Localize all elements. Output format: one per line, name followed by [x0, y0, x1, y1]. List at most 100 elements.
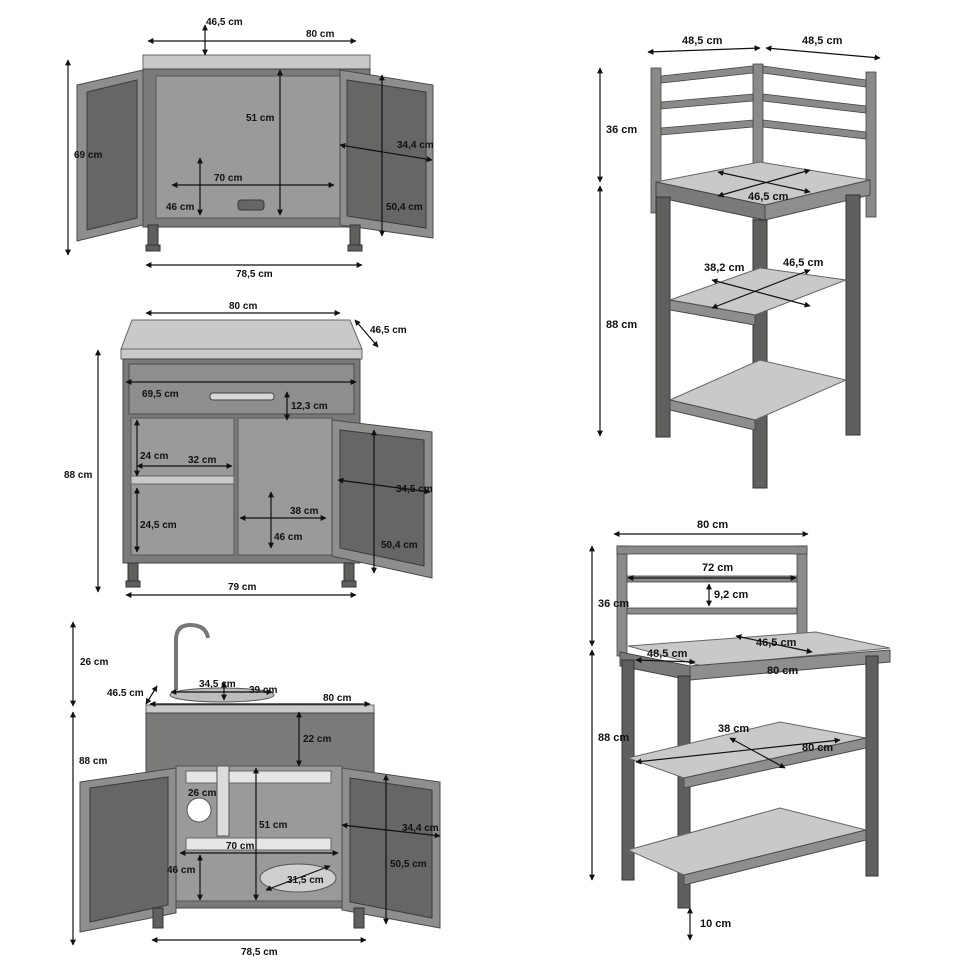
countertop [142, 54, 371, 70]
sink-cabinet-dimensions: 46,5 cm 80 cm 69 cm 51 cm 34,4 cm 70 cm … [65, 17, 434, 280]
dim-shelf-width: 80 cm [802, 742, 833, 754]
rail [660, 65, 754, 84]
dim-height: 88 cm [606, 319, 637, 331]
bottom-shelf-edge [669, 399, 756, 431]
dim-shelf-width: 32 cm [188, 455, 216, 466]
dim-height: 88 cm [64, 470, 92, 481]
dim-shelf-b: 46,5 cm [783, 257, 824, 269]
dim-leg-depth: 46 cm [167, 865, 195, 876]
drawer-handle [209, 392, 275, 401]
left-compartment [130, 417, 235, 556]
dim-inner-height: 51 cm [246, 113, 274, 124]
rail [626, 575, 798, 583]
rail [626, 607, 798, 615]
dim-top-depth: 48,5 cm [647, 648, 688, 660]
leg [349, 224, 361, 248]
dim-bin: 31,5 cm [287, 875, 324, 886]
dim-depth: 46,5 cm [370, 325, 407, 336]
dim-base-width: 78,5 cm [236, 269, 273, 280]
dim-top-height: 22 cm [303, 734, 331, 745]
leg [127, 562, 139, 584]
right-door-panel [349, 777, 433, 919]
leg-foot [341, 580, 357, 588]
post [865, 71, 877, 218]
dim-width: 80 cm [697, 519, 728, 531]
dim-width: 80 cm [323, 693, 351, 704]
drain-pipe [216, 765, 230, 837]
rail [762, 119, 867, 140]
rail [762, 93, 867, 114]
dim-door-height: 50,5 cm [390, 859, 427, 870]
dim-width: 80 cm [306, 29, 334, 40]
left-door-panel [86, 79, 138, 231]
dim-shelf-depth: 38 cm [718, 723, 749, 735]
countertop [145, 704, 375, 714]
dim-door-height: 50,4 cm [381, 540, 418, 551]
dim-leg-depth: 46 cm [166, 202, 194, 213]
dim-shelf-depth: 34,4 cm [397, 140, 434, 151]
leg [343, 562, 355, 584]
leg-foot [145, 244, 161, 252]
rail [762, 65, 867, 88]
pipe-hole [186, 797, 212, 823]
dim-inner-width: 38 cm [290, 506, 318, 517]
leg [752, 219, 768, 489]
dim-inner-width: 70 cm [214, 173, 242, 184]
faucet [174, 622, 210, 690]
dim-base-width: 79 cm [228, 582, 256, 593]
drain-fitting [237, 199, 265, 211]
middle-shelf-edge [669, 299, 756, 326]
leg [353, 907, 365, 929]
leg [655, 196, 671, 438]
vent-slots [185, 770, 332, 784]
leg [621, 659, 635, 881]
right-compartment [237, 417, 333, 556]
dim-pipe-hole: 26 cm [188, 788, 216, 799]
bottom-shelf-edge [683, 829, 867, 886]
top-rail [616, 545, 808, 555]
dim-top-depth: 46,5 cm [748, 191, 789, 203]
dim-shelf-a: 38,2 cm [704, 262, 745, 274]
sink-unit-dimensions: 26 cm 46.5 cm 34,5 cm 39 cm 80 cm 88 cm … [70, 621, 441, 958]
dim-height: 88 cm [79, 756, 107, 767]
dim-basin-width: 34,5 cm [199, 679, 236, 690]
rail [660, 93, 754, 110]
dim-depth: 46.5 cm [107, 688, 144, 699]
corner-shelf-drawing [650, 63, 877, 489]
inner-shelf [130, 475, 235, 485]
cabinet-interior [155, 75, 358, 219]
dim-drawer-width: 69,5 cm [142, 389, 179, 400]
dim-top-width: 80 cm [767, 665, 798, 677]
corner-shelf-dimensions: 48,5 cm 48,5 cm 36 cm 46,5 cm 88 cm 38,2… [597, 35, 881, 437]
dim-rail-gap: 9,2 cm [714, 589, 748, 601]
dim-rail-height: 36 cm [598, 598, 629, 610]
top-edge-right [764, 179, 871, 221]
leg [152, 907, 164, 929]
right-door-panel [339, 429, 425, 567]
dim-door-height: 50,4 cm [386, 202, 423, 213]
countertop-edge [120, 348, 363, 360]
dim-side-a: 48,5 cm [682, 35, 723, 47]
dim-base-width: 78,5 cm [241, 947, 278, 958]
dim-top-depth-side: 46,5 cm [756, 637, 797, 649]
dim-shelf-depth: 34,5 cm [396, 484, 433, 495]
dim-shelf-depth: 34,4 cm [402, 823, 439, 834]
dim-shelf-top: 24 cm [140, 451, 168, 462]
dim-height: 69 cm [74, 150, 102, 161]
leg [845, 194, 861, 436]
dim-inner-depth: 46 cm [274, 532, 302, 543]
dim-rail-height: 36 cm [606, 124, 637, 136]
leg [147, 224, 159, 248]
dim-depth: 46,5 cm [206, 17, 243, 28]
dim-faucet-height: 26 cm [80, 657, 108, 668]
dim-shelf-bottom: 24,5 cm [140, 520, 177, 531]
dim-inner-width: 70 cm [226, 841, 254, 852]
leg [865, 655, 879, 877]
drawer-cabinet-drawing [120, 319, 433, 588]
leg-foot [125, 580, 141, 588]
bench-edge-front [689, 649, 891, 681]
sink-cabinet-drawing [76, 54, 434, 252]
drawer-front [128, 363, 355, 415]
dim-inner-height: 51 cm [259, 820, 287, 831]
